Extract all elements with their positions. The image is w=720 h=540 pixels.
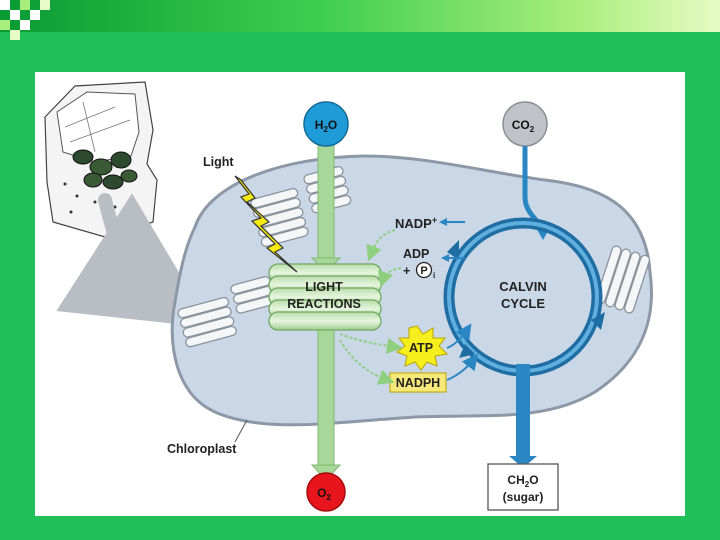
o2-circle [306,472,346,512]
calvin-arrow-right [591,312,605,330]
calvin-label-1: CALVIN [499,279,546,294]
photosynthesis-diagram: LIGHT REACTIONS Light H2O CO2 CALVIN CYC… [44,81,654,512]
h2o-input-arrow [317,126,335,264]
phosphate-circle [415,261,433,279]
nadph-arrow-to-cycle [446,353,478,381]
sugar-arrow-head [509,456,537,468]
adp-arrow-from-cycle-head [441,254,449,262]
nadp-label: NADP+ [395,215,437,231]
h2o-label: H2O [315,118,337,134]
adp-label: ADP [403,247,429,261]
o2-label: O2 [317,486,331,502]
nadp-arrow-from-cycle-head [439,218,447,226]
ch2o-label: CH2O [507,473,538,489]
sugar-box [487,463,559,511]
atp-arrow-to-cycle [446,323,472,349]
sugar-output-arrow [516,364,530,460]
nadp-arrow-to-light [366,229,396,262]
plus-label: + [403,264,410,278]
diagram-panel: LIGHT REACTIONS Light H2O CO2 CALVIN CYC… [35,72,685,516]
adp-arrow-to-light [377,267,402,288]
chloroplast-pointer [234,419,248,443]
atp-label: ATP [409,341,433,355]
co2-label: CO2 [512,118,535,134]
light-reactions-label-2: REACTIONS [287,297,361,311]
calvin-label-2: CYCLE [501,296,545,311]
chloroplast-label: Chloroplast [167,442,237,456]
slide-title-bar [0,0,720,32]
phosphate-label: P [420,265,427,277]
light-reactions-stack [268,263,382,331]
leaf-cell-illustration [44,81,158,303]
lightning-bolt-icon [234,175,298,273]
zoom-arrow [56,193,212,328]
calvin-arrow-left [447,240,459,260]
nadph-arrow-from-light [339,339,395,385]
o2-output-arrow [317,326,335,468]
light-label: Light [203,155,234,169]
light-reactions-label-1: LIGHT [305,280,343,294]
h2o-circle [303,101,349,147]
nadph-label: NADPH [396,376,440,390]
phosphate-subscript: i [433,271,435,280]
sugar-label: (sugar) [503,490,544,504]
slide-corner-squares [0,0,60,48]
atp-arrow-from-light [339,333,403,354]
